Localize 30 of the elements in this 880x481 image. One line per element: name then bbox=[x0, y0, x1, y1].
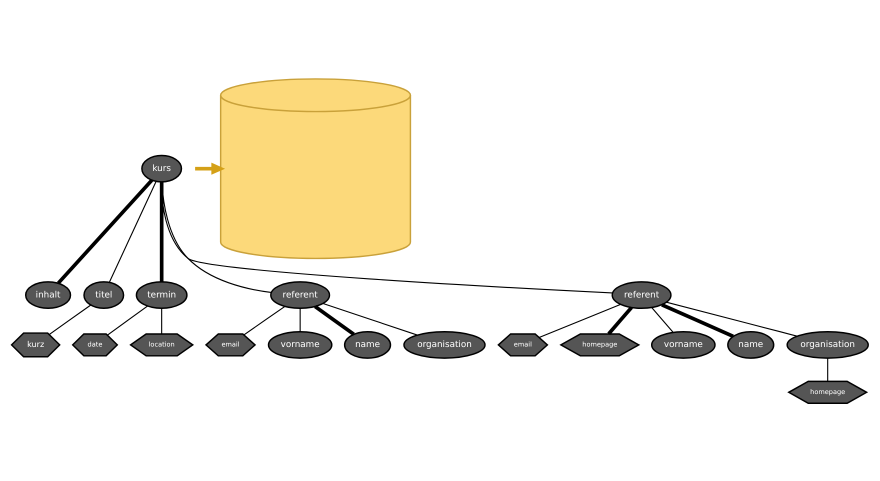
node-ellipse: name bbox=[344, 330, 392, 358]
node-ellipse: vorname bbox=[268, 330, 333, 358]
connector bbox=[539, 303, 621, 338]
connector bbox=[322, 302, 418, 336]
node-ellipse: referent bbox=[270, 280, 330, 308]
node-ellipse: vorname bbox=[650, 330, 716, 358]
node-ellipse: organisation bbox=[786, 330, 869, 358]
connector bbox=[666, 301, 798, 336]
connector bbox=[48, 304, 91, 334]
connector bbox=[57, 178, 154, 284]
arrow bbox=[195, 162, 226, 174]
connector bbox=[108, 180, 157, 282]
connector bbox=[661, 302, 734, 338]
connector bbox=[244, 306, 286, 335]
node-ellipse: inhalt bbox=[24, 280, 72, 308]
connector bbox=[107, 305, 148, 336]
node-ellipse: organisation bbox=[403, 330, 486, 358]
connector bbox=[160, 182, 612, 293]
node-ellipse: kurs bbox=[141, 154, 182, 182]
connector bbox=[300, 308, 301, 331]
connector bbox=[607, 306, 633, 335]
node-ellipse: name bbox=[727, 330, 774, 358]
connector bbox=[651, 306, 674, 332]
connector bbox=[160, 182, 164, 282]
connector bbox=[161, 308, 162, 334]
node-ellipse: termin bbox=[136, 280, 188, 308]
node-ellipse: titel bbox=[83, 280, 124, 308]
node-ellipse: referent bbox=[612, 280, 672, 308]
connector bbox=[314, 304, 355, 336]
connector bbox=[827, 358, 828, 381]
